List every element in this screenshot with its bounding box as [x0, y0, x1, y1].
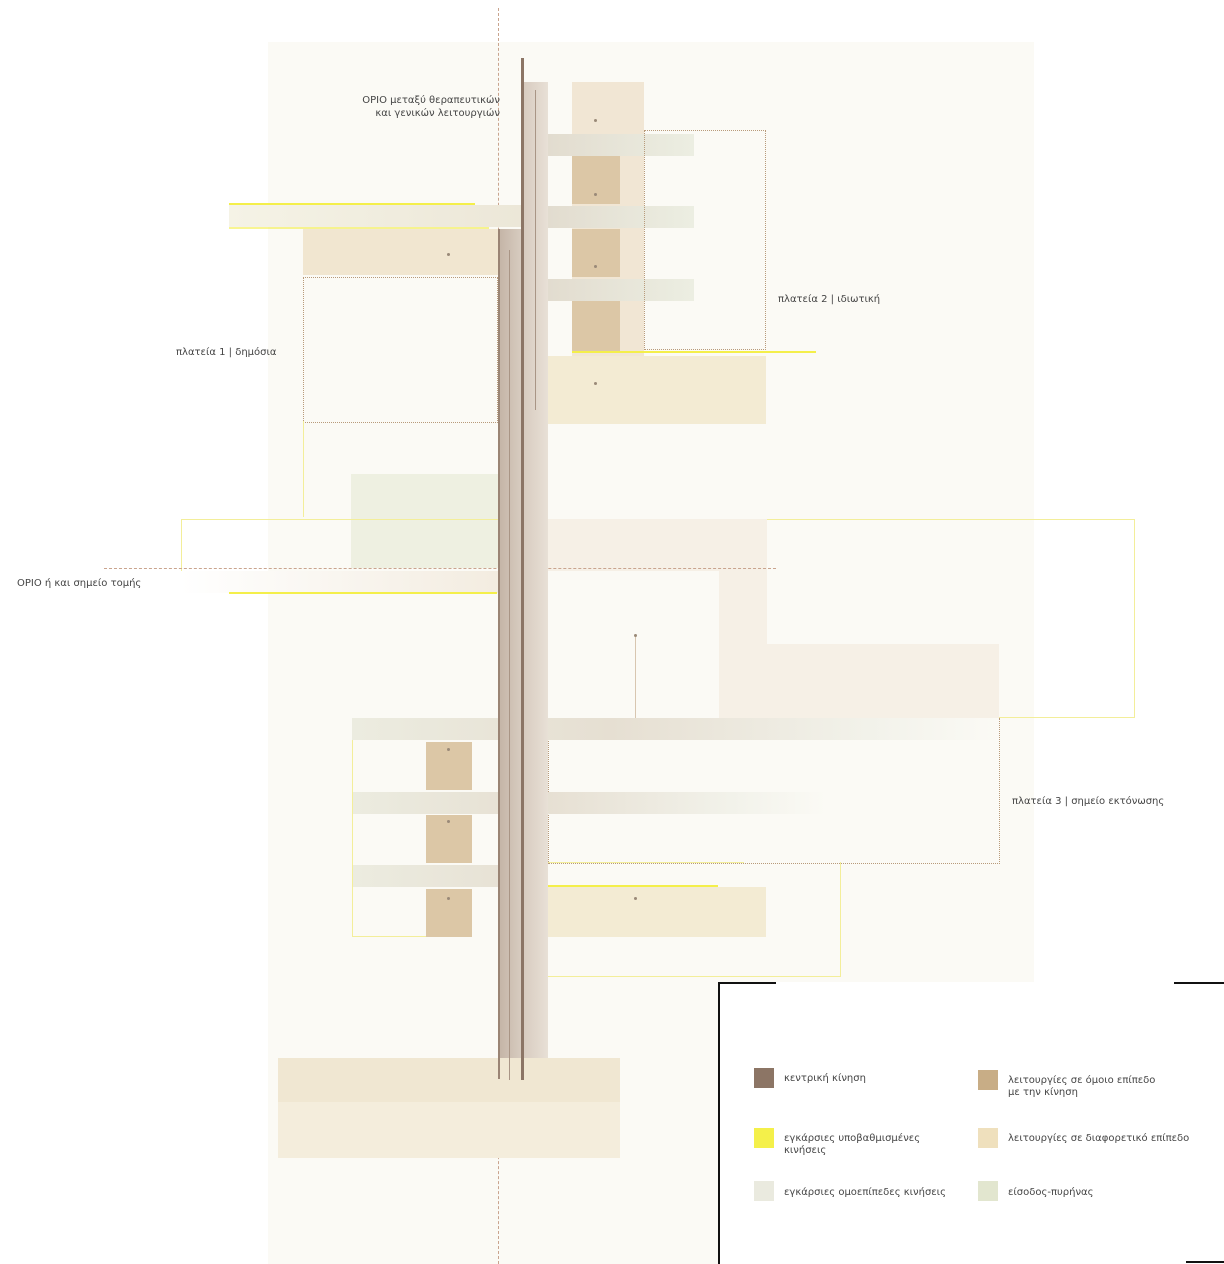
- legend-label-degraded-cross: εγκάρσιες υποβαθμισμένες κινήσεις: [784, 1133, 921, 1156]
- left-outline-line: [181, 519, 182, 571]
- upper-right-room-2: [572, 229, 620, 277]
- bottom-block-lower: [278, 1102, 620, 1158]
- right-outline-line: [1134, 519, 1135, 717]
- cross-movement-l2: [352, 792, 826, 814]
- legend-box: [718, 982, 1224, 1264]
- plaza-1-label: πλατεία 1 | δημόσια: [176, 347, 277, 358]
- central-movement-thin-line: [509, 250, 510, 1080]
- boundary-top-label-line2: και γενικών λειτουργιών: [375, 108, 500, 119]
- lower-left-outline: [352, 740, 353, 936]
- lower-left-outline: [352, 936, 426, 937]
- central-movement-core-line: [498, 229, 500, 1079]
- legend-label-level-cross: εγκάρσιες ομοεπίπεδες κινήσεις: [784, 1187, 946, 1198]
- lower-left-room-2: [426, 815, 472, 863]
- right-outline-line: [999, 717, 1135, 718]
- central-movement-thin-line: [535, 90, 536, 410]
- mid-band: [547, 519, 767, 571]
- plaza-3-guide-line: [635, 634, 636, 718]
- boundary-top-label: ΟΡΙΟ μεταξύ θεραπευτικών και γενικών λει…: [300, 94, 500, 120]
- connection-dot: [634, 897, 637, 900]
- connection-dot: [447, 820, 450, 823]
- connection-dot: [594, 119, 597, 122]
- legend-frame-bottom-right: [1186, 1261, 1224, 1263]
- legend-swatch-different-level-functions: [978, 1128, 998, 1148]
- lower-right-outline: [548, 862, 744, 863]
- lower-right-block: [548, 887, 766, 937]
- connection-dot: [447, 253, 450, 256]
- degraded-movement-line: [572, 351, 816, 353]
- connection-dot: [447, 897, 450, 900]
- boundary-top-label-line1: ΟΡΙΟ μεταξύ θεραπευτικών: [362, 95, 500, 106]
- connection-dot: [447, 748, 450, 751]
- legend-swatch-same-level-functions: [978, 1070, 998, 1090]
- legend-label-different-level-functions: λειτουργίες σε διαφορετικό επίπεδο: [1008, 1133, 1190, 1144]
- cross-movement-l1: [352, 718, 998, 740]
- mid-right-block: [719, 644, 999, 718]
- legend-swatch-level-cross: [754, 1181, 774, 1201]
- mid-right-strip: [719, 571, 767, 645]
- legend-frame-left: [718, 982, 720, 1264]
- central-movement-spine: [499, 229, 523, 1058]
- cross-movement-r1: [548, 134, 694, 156]
- legend-swatch-degraded-cross: [754, 1128, 774, 1148]
- upper-left-block: [303, 229, 499, 275]
- section-line-horizontal: [104, 568, 776, 569]
- legend-swatch-central-movement: [754, 1068, 774, 1088]
- connection-dot: [594, 382, 597, 385]
- cross-movement-r3: [548, 279, 694, 301]
- degraded-movement-line: [229, 227, 489, 229]
- degraded-movement-line: [523, 885, 718, 887]
- degraded-movement-line: [229, 592, 497, 594]
- plaza-3-label: πλατεία 3 | σημείο εκτόνωσης: [1012, 796, 1165, 807]
- right-outline-line: [767, 519, 1135, 520]
- upper-right-room-3: [572, 301, 620, 353]
- left-mid-strip: [181, 571, 499, 593]
- bottom-block-upper: [278, 1058, 620, 1102]
- upper-right-lower-block: [548, 356, 766, 424]
- legend-label-central-movement: κεντρική κίνηση: [784, 1073, 866, 1084]
- connection-dot: [594, 265, 597, 268]
- legend-frame-top-left: [718, 982, 776, 984]
- degraded-movement-line: [229, 203, 475, 205]
- legend-label-same-level-functions: λειτουργίες σε όμοιο επίπεδο με την κίνη…: [1008, 1075, 1156, 1098]
- central-movement-core-line: [521, 58, 524, 1080]
- plaza-1-boundary: [303, 277, 498, 423]
- connection-dot: [634, 634, 637, 637]
- lower-right-outline: [548, 976, 841, 977]
- legend-label-entrance-core: είσοδος-πυρήνας: [1008, 1187, 1094, 1198]
- connection-dot: [594, 193, 597, 196]
- legend-frame-top-right: [1174, 982, 1224, 984]
- plaza-2-boundary: [644, 130, 766, 350]
- plaza-1-guide-line: [303, 421, 304, 517]
- upper-left-cross-strip: [229, 205, 521, 227]
- left-outline-line: [181, 519, 501, 520]
- lower-right-outline: [840, 862, 841, 976]
- legend-swatch-entrance-core: [978, 1181, 998, 1201]
- section-boundary-label: ΟΡΙΟ ή και σημείο τομής: [17, 578, 142, 589]
- upper-right-room-1: [572, 156, 620, 204]
- plaza-2-label: πλατεία 2 | ιδιωτική: [778, 294, 881, 305]
- cross-movement-r2: [548, 206, 694, 228]
